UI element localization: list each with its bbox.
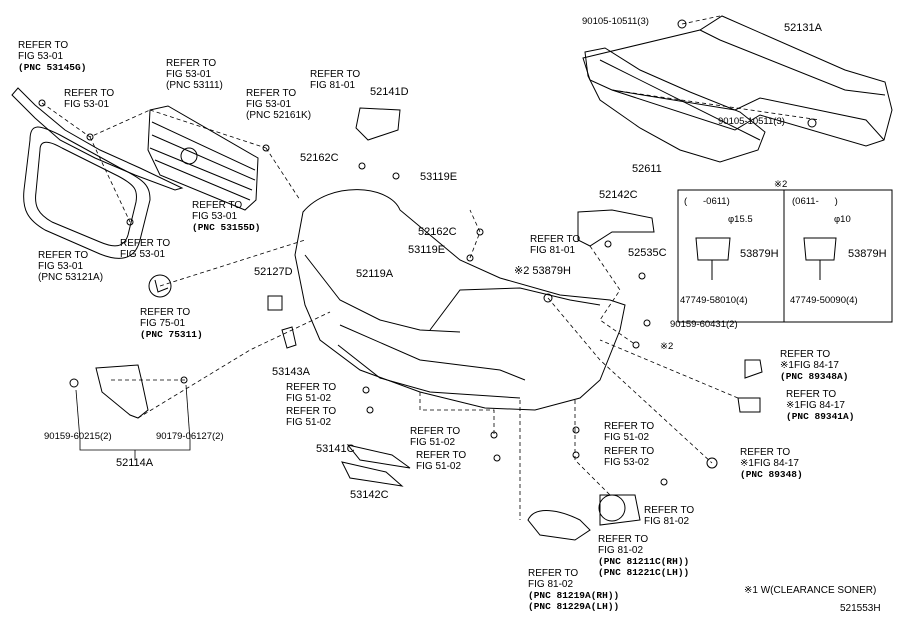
ref-53145G: REFER TO FIG 53-01(PNC 53145G) bbox=[18, 40, 87, 73]
sensor-3 bbox=[706, 457, 718, 469]
box-mark: ※2 bbox=[774, 179, 788, 190]
clip-7 bbox=[476, 228, 484, 236]
clip-2 bbox=[86, 133, 94, 141]
clip-60431-number: 90159-60431(2) bbox=[670, 319, 738, 330]
bumper-cover bbox=[294, 189, 626, 411]
part-52162C-b: 52162C bbox=[418, 226, 457, 238]
grille-molding bbox=[11, 87, 184, 191]
clip-13 bbox=[632, 341, 640, 349]
clip-3 bbox=[262, 144, 270, 152]
ref-52161K: REFER TO FIG 53-01 (PNC 52161K) bbox=[246, 88, 312, 121]
ref-53121A: REFER TO FIG 53-01 (PNC 53121A) bbox=[38, 250, 104, 283]
bracket-53143A bbox=[281, 326, 297, 349]
clearance-sonar-note: ※1 W(CLEARANCE SONER) bbox=[744, 585, 877, 596]
ref-81219A: REFER TO FIG 81-02(PNC 81219A(RH)) (PNC … bbox=[528, 568, 620, 612]
ref-89348A: REFER TO ※1FIG 84-17(PNC 89348A) bbox=[780, 349, 849, 382]
clip-17 bbox=[366, 406, 374, 414]
bolt-top-number: 90105-10511(3) bbox=[582, 16, 649, 27]
bolt-mid-number: 90105-10511(3) bbox=[718, 116, 785, 127]
radiator-grille bbox=[147, 105, 259, 211]
box1-part-number: 47749-58010(4) bbox=[680, 295, 748, 306]
ref-89348: REFER TO ※1FIG 84-17(PNC 89348) bbox=[740, 447, 803, 480]
energy-absorber bbox=[584, 47, 766, 163]
bolt-2 bbox=[807, 118, 817, 128]
part-52127D: 52127D bbox=[254, 266, 293, 278]
mark-2: ※2 bbox=[660, 341, 674, 352]
part-53879H-box1: 53879H bbox=[740, 248, 779, 260]
ref-51-02-d: REFER TO FIG 51-02 bbox=[416, 450, 467, 472]
bracket-52142C bbox=[577, 209, 655, 247]
clip-4 bbox=[126, 218, 134, 226]
ref-81-02-a: REFER TO FIG 81-02 bbox=[644, 505, 695, 527]
sensor-bracket-1 bbox=[744, 359, 763, 379]
part-52141D: 52141D bbox=[370, 86, 409, 98]
ref-53-01-a: REFER TO FIG 53-01 bbox=[64, 88, 115, 110]
ref-51-02-b: REFER TO FIG 51-02 bbox=[286, 406, 337, 428]
clip-20 bbox=[572, 426, 580, 434]
ref-51-02-a: REFER TO FIG 51-02 bbox=[286, 382, 337, 404]
part-53119E-b: 53119E bbox=[408, 244, 446, 256]
clip-14 bbox=[69, 378, 79, 388]
variant-box bbox=[677, 189, 893, 323]
grille-frame bbox=[23, 126, 151, 259]
molding-53142C bbox=[341, 461, 404, 487]
ref-89341A: REFER TO ※1FIG 84-17(PNC 89341A) bbox=[786, 389, 855, 422]
ref-81211C: REFER TO FIG 81-02(PNC 81211C(RH)) (PNC … bbox=[598, 534, 690, 578]
part-53879H-box2: 53879H bbox=[848, 248, 887, 260]
box2-dimension: φ10 bbox=[834, 214, 851, 225]
ref-53155D: REFER TO FIG 53-01(PNC 53155D) bbox=[192, 200, 261, 233]
part-53879H-main: ※2 53879H bbox=[514, 265, 571, 277]
clip-9 bbox=[604, 240, 612, 248]
bolt-1 bbox=[677, 19, 687, 29]
box1-title: ( -0611) bbox=[684, 196, 730, 207]
ref-51-02-e: REFER TO FIG 51-02 bbox=[604, 421, 655, 443]
box1-dimension: φ15.5 bbox=[728, 214, 753, 225]
clip-06127-number: 90179-06127(2) bbox=[156, 431, 224, 442]
part-52114A: 52114A bbox=[116, 457, 154, 469]
clip-11 bbox=[543, 293, 553, 303]
part-52162C-a: 52162C bbox=[300, 152, 339, 164]
box2-title: (0611- ) bbox=[792, 196, 838, 207]
ref-81-01-b: REFER TO FIG 81-01 bbox=[530, 234, 581, 256]
part-53141C: 53141C bbox=[316, 443, 355, 455]
clip-60215-number: 90159-60215(2) bbox=[44, 431, 112, 442]
bracket-52127D bbox=[267, 295, 283, 311]
lexus-emblem bbox=[148, 274, 172, 298]
bracket-52141D bbox=[355, 107, 401, 141]
part-52535C: 52535C bbox=[628, 247, 667, 259]
emblem-ring bbox=[180, 147, 198, 165]
ref-53111: REFER TO FIG 53-01 (PNC 53111) bbox=[166, 58, 223, 91]
clip-10 bbox=[638, 272, 646, 280]
fog-lamp bbox=[598, 494, 626, 522]
ref-75311: REFER TO FIG 75-01(PNC 75311) bbox=[140, 307, 203, 340]
clip-6 bbox=[392, 172, 400, 180]
clip-22 bbox=[660, 478, 668, 486]
ref-51-02-c: REFER TO FIG 51-02 bbox=[410, 426, 461, 448]
part-53119E-a: 53119E bbox=[420, 171, 458, 183]
box2-part-number: 47749-50090(4) bbox=[790, 295, 858, 306]
ref-81-01-a: REFER TO FIG 81-01 bbox=[310, 69, 361, 91]
clip-8 bbox=[466, 254, 474, 262]
clip-1 bbox=[38, 99, 46, 107]
clip-5 bbox=[358, 162, 366, 170]
part-53143A: 53143A bbox=[272, 366, 310, 378]
clip-16 bbox=[362, 386, 370, 394]
molding-53141C bbox=[346, 444, 411, 469]
part-52611: 52611 bbox=[632, 163, 662, 175]
ref-53-01-b: REFER TO FIG 53-01 bbox=[120, 238, 171, 260]
sensor-bracket-2 bbox=[737, 397, 761, 413]
clip-12 bbox=[643, 319, 651, 327]
part-52119A: 52119A bbox=[356, 268, 394, 280]
part-52142C: 52142C bbox=[599, 189, 638, 201]
figure-id: 521553H bbox=[840, 603, 881, 614]
ref-53-02: REFER TO FIG 53-02 bbox=[604, 446, 655, 468]
clip-19 bbox=[493, 454, 501, 462]
clip-21 bbox=[572, 451, 580, 459]
license-bracket bbox=[95, 364, 149, 419]
part-52131A: 52131A bbox=[784, 22, 822, 34]
fog-lamp-cover bbox=[527, 510, 591, 541]
part-53142C: 53142C bbox=[350, 489, 389, 501]
